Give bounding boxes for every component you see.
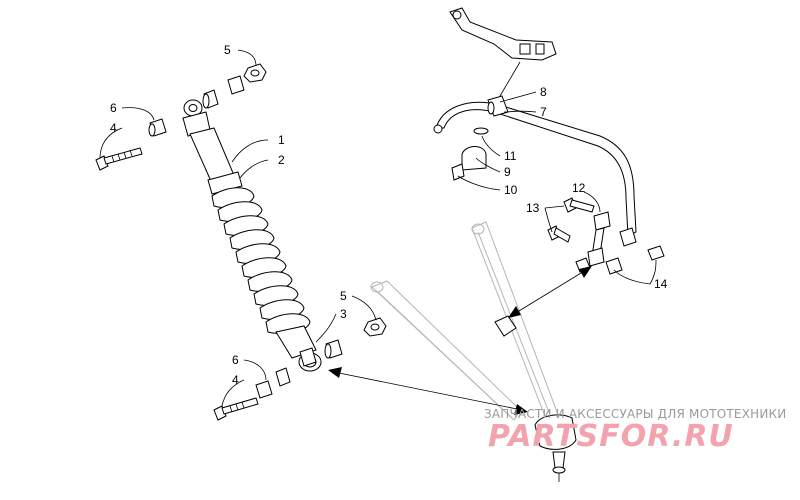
coil-spring (211, 187, 311, 335)
lower-shock-hardware (213, 317, 387, 421)
a-arm (370, 221, 577, 482)
callout-10: 10 (504, 183, 518, 197)
callout-14: 14 (654, 277, 668, 291)
callout-5-top: 5 (224, 43, 231, 57)
watermark-tagline: ЗАПЧАСТИ И АКСЕССУАРЫ ДЛЯ МОТОТЕХНИКИ (484, 407, 786, 421)
callout-4-top: 4 (110, 121, 117, 135)
leader-lines (99, 49, 657, 407)
callout-9: 9 (504, 165, 511, 179)
callout-13: 13 (526, 201, 540, 215)
callout-2: 2 (278, 153, 285, 167)
sway-bar-assembly (433, 7, 665, 275)
upper-shock-hardware (95, 63, 267, 171)
callout-8: 8 (540, 85, 547, 99)
callout-1: 1 (278, 133, 285, 147)
callout-4-bottom: 4 (232, 373, 239, 387)
callout-labels: 5 6 4 1 2 5 3 6 4 8 7 11 9 10 12 13 14 (110, 43, 668, 387)
shock-absorber (182, 99, 322, 372)
watermark-logo: PARTSFOR.RU (488, 419, 734, 454)
callout-6-bottom: 6 (232, 353, 239, 367)
callout-6-top: 6 (110, 101, 117, 115)
callout-3: 3 (340, 307, 347, 321)
callout-7: 7 (540, 105, 547, 119)
watermark: ЗАПЧАСТИ И АКСЕССУАРЫ ДЛЯ МОТОТЕХНИКИ PA… (484, 407, 786, 454)
connection-arrows (328, 266, 592, 415)
callout-5-mid: 5 (340, 289, 347, 303)
callout-12: 12 (572, 181, 586, 195)
callout-11: 11 (504, 149, 517, 163)
